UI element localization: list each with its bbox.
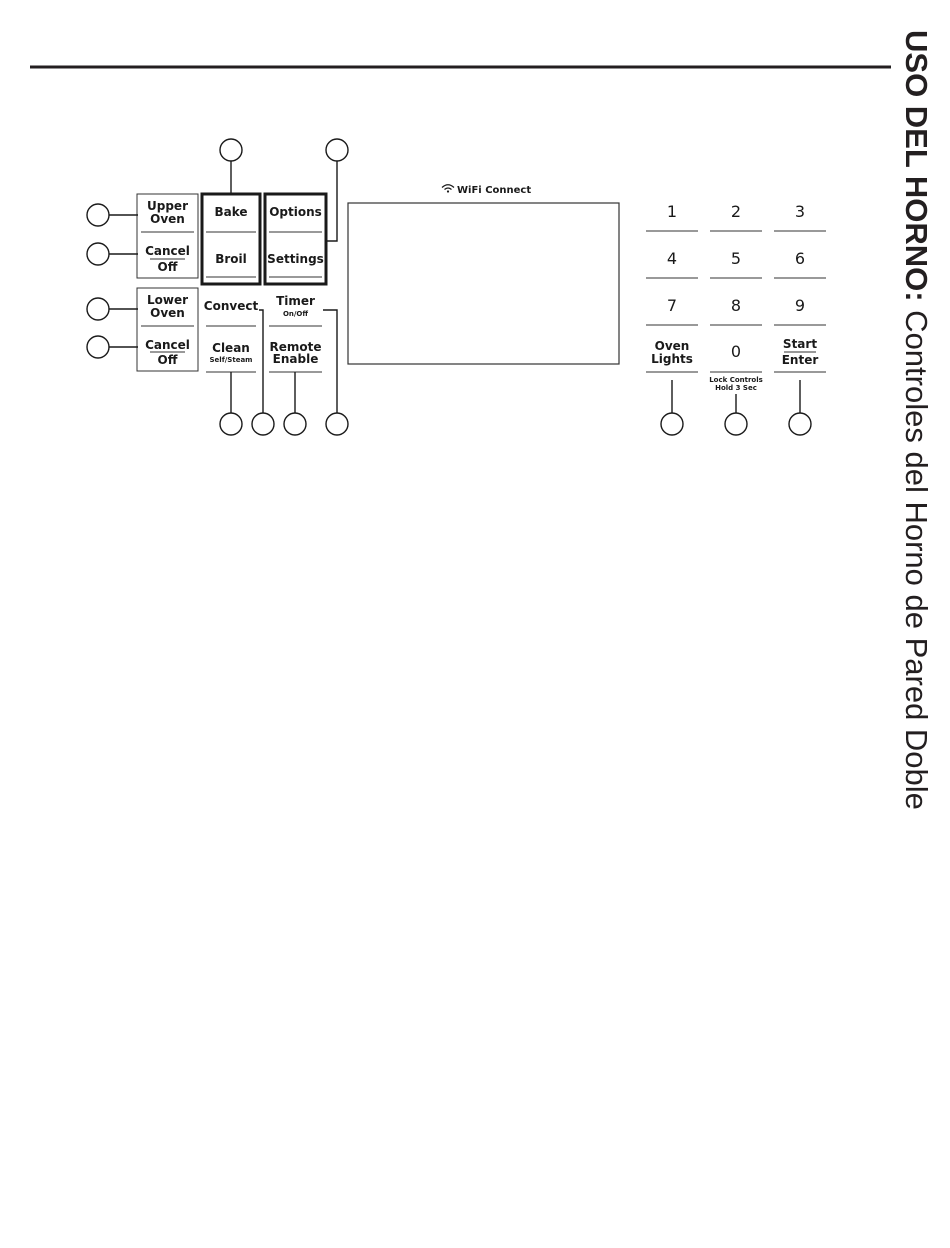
remote-enable-button[interactable]: Remote Enable <box>269 340 322 372</box>
callout-start-enter <box>789 413 811 435</box>
key-7-label: 7 <box>667 296 677 315</box>
key-9-label: 9 <box>795 296 805 315</box>
key-5-label: 5 <box>731 249 741 268</box>
start-label: Start <box>783 337 817 351</box>
options-label: Options <box>269 205 322 219</box>
options-button[interactable]: Options <box>269 205 322 232</box>
key-0-label: 0 <box>731 342 741 361</box>
lower-off-label: Off <box>158 353 178 367</box>
callout-leader-timer <box>323 310 337 413</box>
timer-button[interactable]: Timer On/Off <box>269 294 322 326</box>
callouts <box>87 139 811 435</box>
callout-lower-cancel <box>87 336 109 358</box>
clean-sub-label: Self/Steam <box>210 356 253 364</box>
callout-remote <box>284 413 306 435</box>
oven-lights-label-2: Lights <box>651 352 693 366</box>
upper-cancel-off-button[interactable]: Cancel Off <box>145 244 190 274</box>
remote-label-2: Enable <box>273 352 319 366</box>
convect-button[interactable]: Convect <box>204 299 259 326</box>
callout-lower-oven <box>87 298 109 320</box>
upper-oven-button[interactable]: Upper Oven <box>141 199 194 232</box>
lower-oven-label-2: Oven <box>150 306 185 320</box>
callout-leader-options-settings <box>327 161 337 241</box>
key-8[interactable]: 8 <box>710 296 762 325</box>
bake-label: Bake <box>214 205 247 219</box>
upper-off-label: Off <box>158 260 178 274</box>
key-1[interactable]: 1 <box>646 202 698 231</box>
bake-button[interactable]: Bake <box>206 205 256 232</box>
clean-label: Clean <box>212 341 250 355</box>
wifi-label: WiFi Connect <box>457 185 531 196</box>
wifi-icon-dot <box>447 190 449 192</box>
upper-oven-label-1: Upper <box>147 199 188 213</box>
callout-leader-convect <box>259 310 263 413</box>
key-4[interactable]: 4 <box>646 249 698 278</box>
wifi-icon <box>442 185 454 190</box>
key-1-label: 1 <box>667 202 677 221</box>
timer-sub-label: On/Off <box>283 310 308 318</box>
callout-timer <box>326 413 348 435</box>
key-6-label: 6 <box>795 249 805 268</box>
key-3-label: 3 <box>795 202 805 221</box>
display-screen <box>348 203 619 364</box>
upper-oven-label-2: Oven <box>150 212 185 226</box>
clean-button[interactable]: Clean Self/Steam <box>206 341 256 372</box>
lower-oven-button[interactable]: Lower Oven <box>141 293 194 326</box>
timer-label: Timer <box>276 294 315 308</box>
callout-clean <box>220 413 242 435</box>
key-6[interactable]: 6 <box>774 249 826 278</box>
callout-bake-broil <box>220 139 242 161</box>
key-5[interactable]: 5 <box>710 249 762 278</box>
callout-upper-oven <box>87 204 109 226</box>
wifi-indicator: WiFi Connect <box>442 185 531 196</box>
key-2[interactable]: 2 <box>710 202 762 231</box>
hold-3-sec-label: Hold 3 Sec <box>715 384 757 392</box>
callout-convect <box>252 413 274 435</box>
key-0[interactable]: 0 Lock Controls Hold 3 Sec <box>709 342 763 392</box>
callout-lock-controls <box>725 413 747 435</box>
key-4-label: 4 <box>667 249 677 268</box>
upper-cancel-label: Cancel <box>145 244 190 258</box>
lower-oven-label-1: Lower <box>147 293 188 307</box>
callout-upper-cancel <box>87 243 109 265</box>
key-8-label: 8 <box>731 296 741 315</box>
callout-options-settings <box>326 139 348 161</box>
convect-label: Convect <box>204 299 259 313</box>
key-3[interactable]: 3 <box>774 202 826 231</box>
lower-cancel-off-button[interactable]: Cancel Off <box>145 338 190 367</box>
settings-button[interactable]: Settings <box>267 252 324 277</box>
callout-oven-lights <box>661 413 683 435</box>
lower-cancel-label: Cancel <box>145 338 190 352</box>
start-enter-button[interactable]: Start Enter <box>774 337 826 372</box>
enter-label: Enter <box>782 353 819 367</box>
key-7[interactable]: 7 <box>646 296 698 325</box>
broil-label: Broil <box>215 252 247 266</box>
settings-label: Settings <box>267 252 324 266</box>
broil-button[interactable]: Broil <box>206 252 256 277</box>
oven-lights-button[interactable]: Oven Lights <box>646 339 698 372</box>
oven-lights-label-1: Oven <box>655 339 690 353</box>
lock-controls-label: Lock Controls <box>709 376 763 384</box>
numeric-keypad: 1 2 3 4 5 6 7 8 9 Oven Lights 0 Lock Con… <box>646 202 826 392</box>
key-2-label: 2 <box>731 202 741 221</box>
key-9[interactable]: 9 <box>774 296 826 325</box>
